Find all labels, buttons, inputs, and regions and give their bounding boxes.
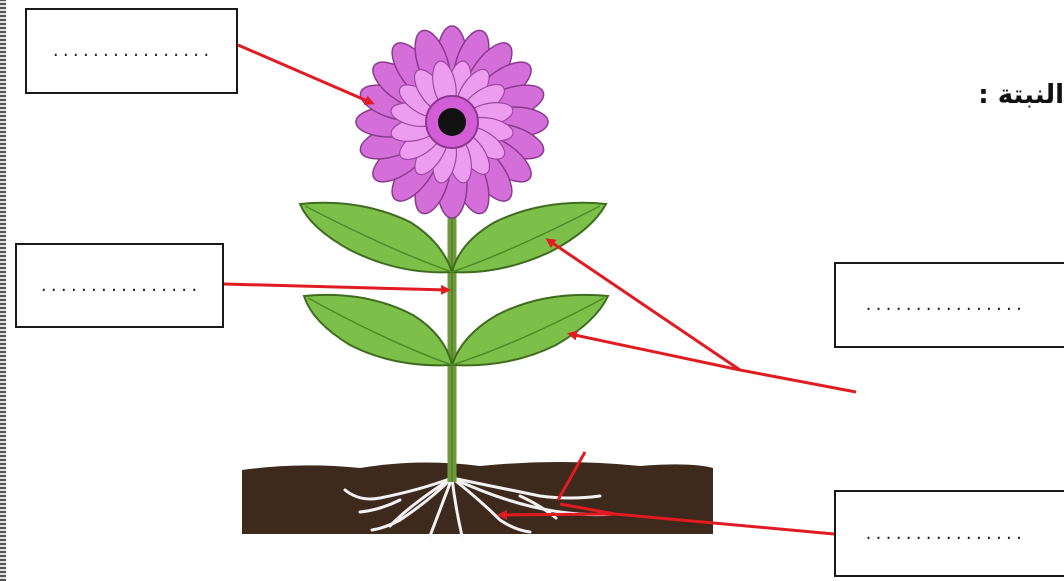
flower-eye: [438, 108, 466, 136]
flower: [356, 26, 548, 218]
leaf-lower-left: [304, 295, 452, 366]
flower-arrow: [238, 45, 372, 103]
stem-arrow: [224, 284, 448, 290]
leaf-lower-right: [452, 295, 608, 366]
